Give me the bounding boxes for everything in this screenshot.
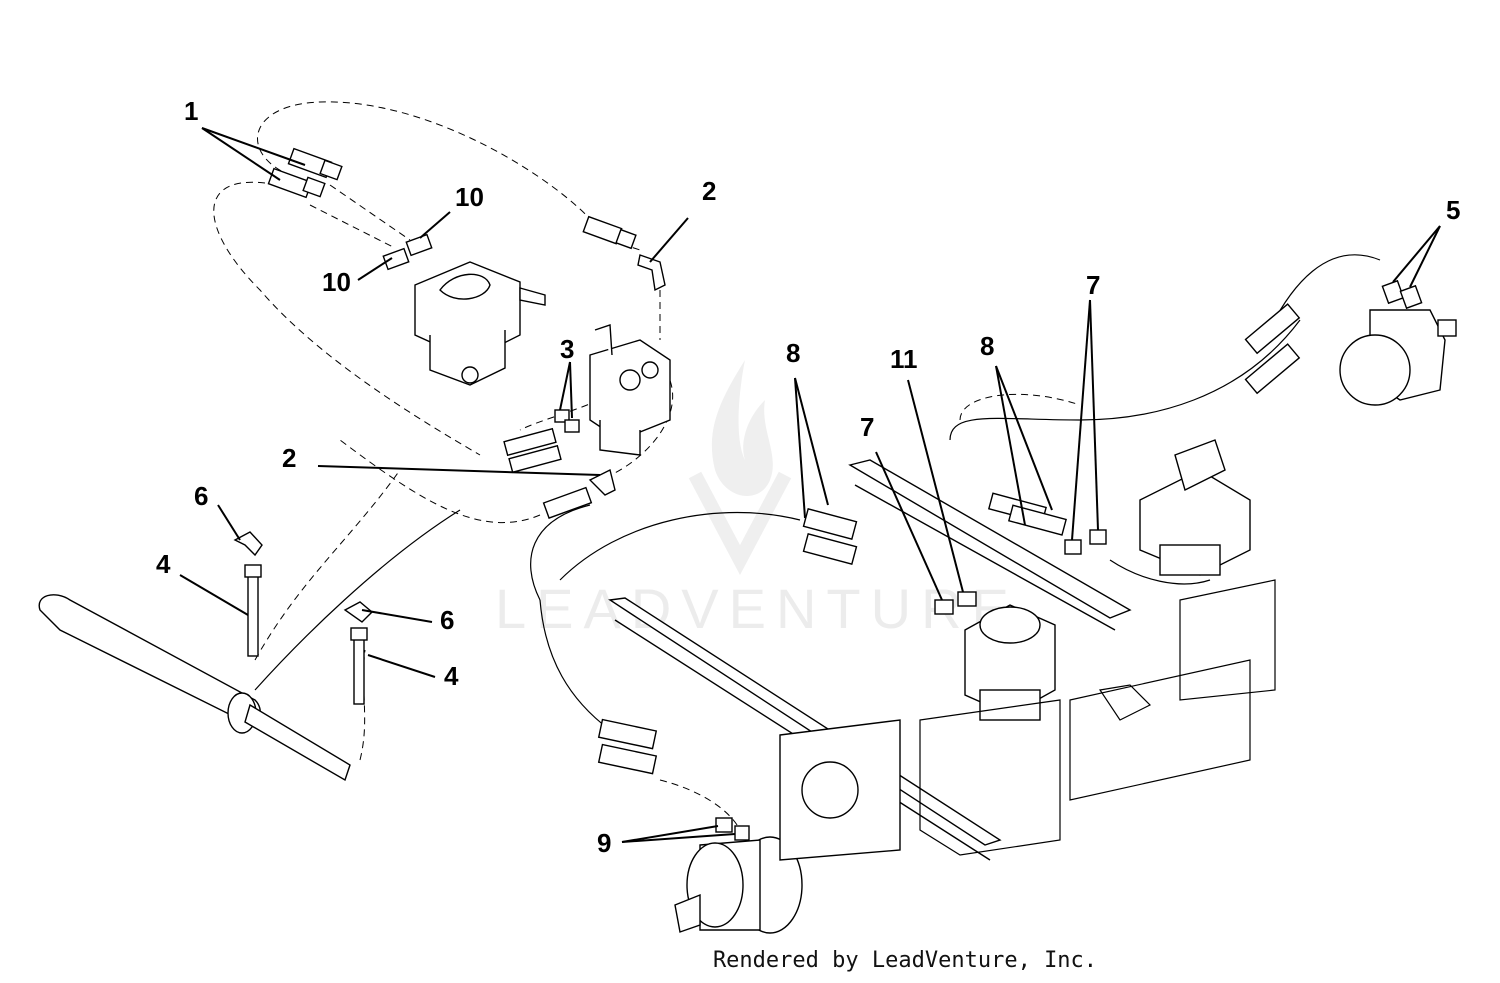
wheel-motor-right — [1339, 309, 1457, 406]
leader-6a — [217, 504, 241, 541]
callout-8-left: 8 — [786, 338, 800, 368]
hose-ends-5 — [1244, 303, 1301, 395]
control-valve — [589, 324, 671, 456]
callout-numbers: 1 2 2 3 4 4 5 6 6 7 7 8 8 9 10 10 11 — [156, 96, 1460, 858]
leader-11 — [907, 379, 964, 593]
leader-2-upper — [649, 217, 689, 263]
hose-ends-3 — [503, 427, 562, 474]
callout-4-right: 4 — [444, 661, 459, 691]
callout-3: 3 — [560, 334, 574, 364]
callout-10-lower: 10 — [322, 267, 351, 297]
leader-3b — [569, 361, 573, 419]
leader-2-lower — [317, 465, 601, 476]
elbow-2-upper — [637, 254, 666, 292]
leader-10-upper — [419, 211, 451, 239]
hose-end-2-lower — [542, 486, 593, 519]
wheel-motor-left — [674, 836, 803, 934]
fittings-7-right — [1064, 529, 1107, 555]
elbow-6-left — [233, 531, 263, 557]
hose-ends-8-right — [987, 492, 1067, 536]
watermark-text: LEADVENTURE — [495, 577, 1019, 640]
leader-7-right-b — [1089, 299, 1099, 531]
leader-7-left — [875, 451, 943, 601]
hose-end-upper — [582, 215, 637, 250]
leader-5a — [1392, 225, 1441, 283]
callout-4-left: 4 — [156, 549, 171, 579]
elbow-2-lower — [588, 468, 616, 496]
leader-lines — [179, 127, 1441, 843]
leader-8-right-b — [995, 365, 1053, 511]
watermark-flame-icon — [711, 360, 773, 497]
hoses — [254, 254, 1381, 731]
leader-8-left-a — [794, 377, 806, 519]
leader-5b — [1409, 225, 1441, 288]
fittings-10 — [382, 233, 433, 271]
hose-ends-8-left — [802, 507, 858, 566]
hose-fittings — [233, 147, 1423, 841]
fittings-9 — [715, 817, 750, 841]
frame — [608, 459, 1276, 861]
hydraulic-pump — [414, 261, 546, 386]
callout-1: 1 — [184, 96, 198, 126]
callout-11: 11 — [890, 344, 918, 374]
watermark: LEADVENTURE — [495, 360, 1019, 640]
callout-7-left: 7 — [860, 412, 874, 442]
tube-4-right — [350, 627, 368, 705]
callout-10-upper: 10 — [455, 182, 484, 212]
leader-9a — [621, 825, 719, 843]
callout-6-right: 6 — [440, 605, 454, 635]
tube-4-left — [244, 564, 262, 657]
lift-cylinder — [38, 594, 351, 782]
leader-8-left-b — [794, 377, 829, 506]
callout-6-left: 6 — [194, 481, 208, 511]
fittings-5 — [1381, 279, 1423, 310]
pump-unit-center — [964, 604, 1056, 721]
leader-3a — [559, 361, 571, 411]
leader-10-lower — [357, 257, 393, 281]
leader-4a — [179, 574, 249, 616]
callout-8-right: 8 — [980, 331, 994, 361]
leader-1a — [201, 127, 281, 181]
hose-end-1a — [267, 167, 326, 199]
leader-4b — [367, 654, 436, 678]
leader-8-right-a — [995, 365, 1026, 526]
callout-7-right: 7 — [1086, 270, 1100, 300]
leader-7-right-a — [1071, 299, 1091, 541]
callout-2-lower: 2 — [282, 443, 296, 473]
fittings-7-11 — [934, 591, 977, 615]
render-credit: Rendered by LeadVenture, Inc. — [712, 948, 1098, 973]
watermark-v-icon — [688, 471, 792, 575]
leader-6b — [361, 609, 433, 623]
leader-1b — [201, 127, 306, 166]
fittings-3 — [554, 409, 580, 433]
callout-9: 9 — [597, 828, 611, 858]
pump-unit-right — [1139, 439, 1251, 576]
callout-5: 5 — [1446, 195, 1460, 225]
leader-9b — [621, 833, 736, 843]
hose-ends-9 — [597, 718, 658, 775]
callout-2-upper: 2 — [702, 176, 716, 206]
hose-end-1b — [287, 147, 343, 181]
